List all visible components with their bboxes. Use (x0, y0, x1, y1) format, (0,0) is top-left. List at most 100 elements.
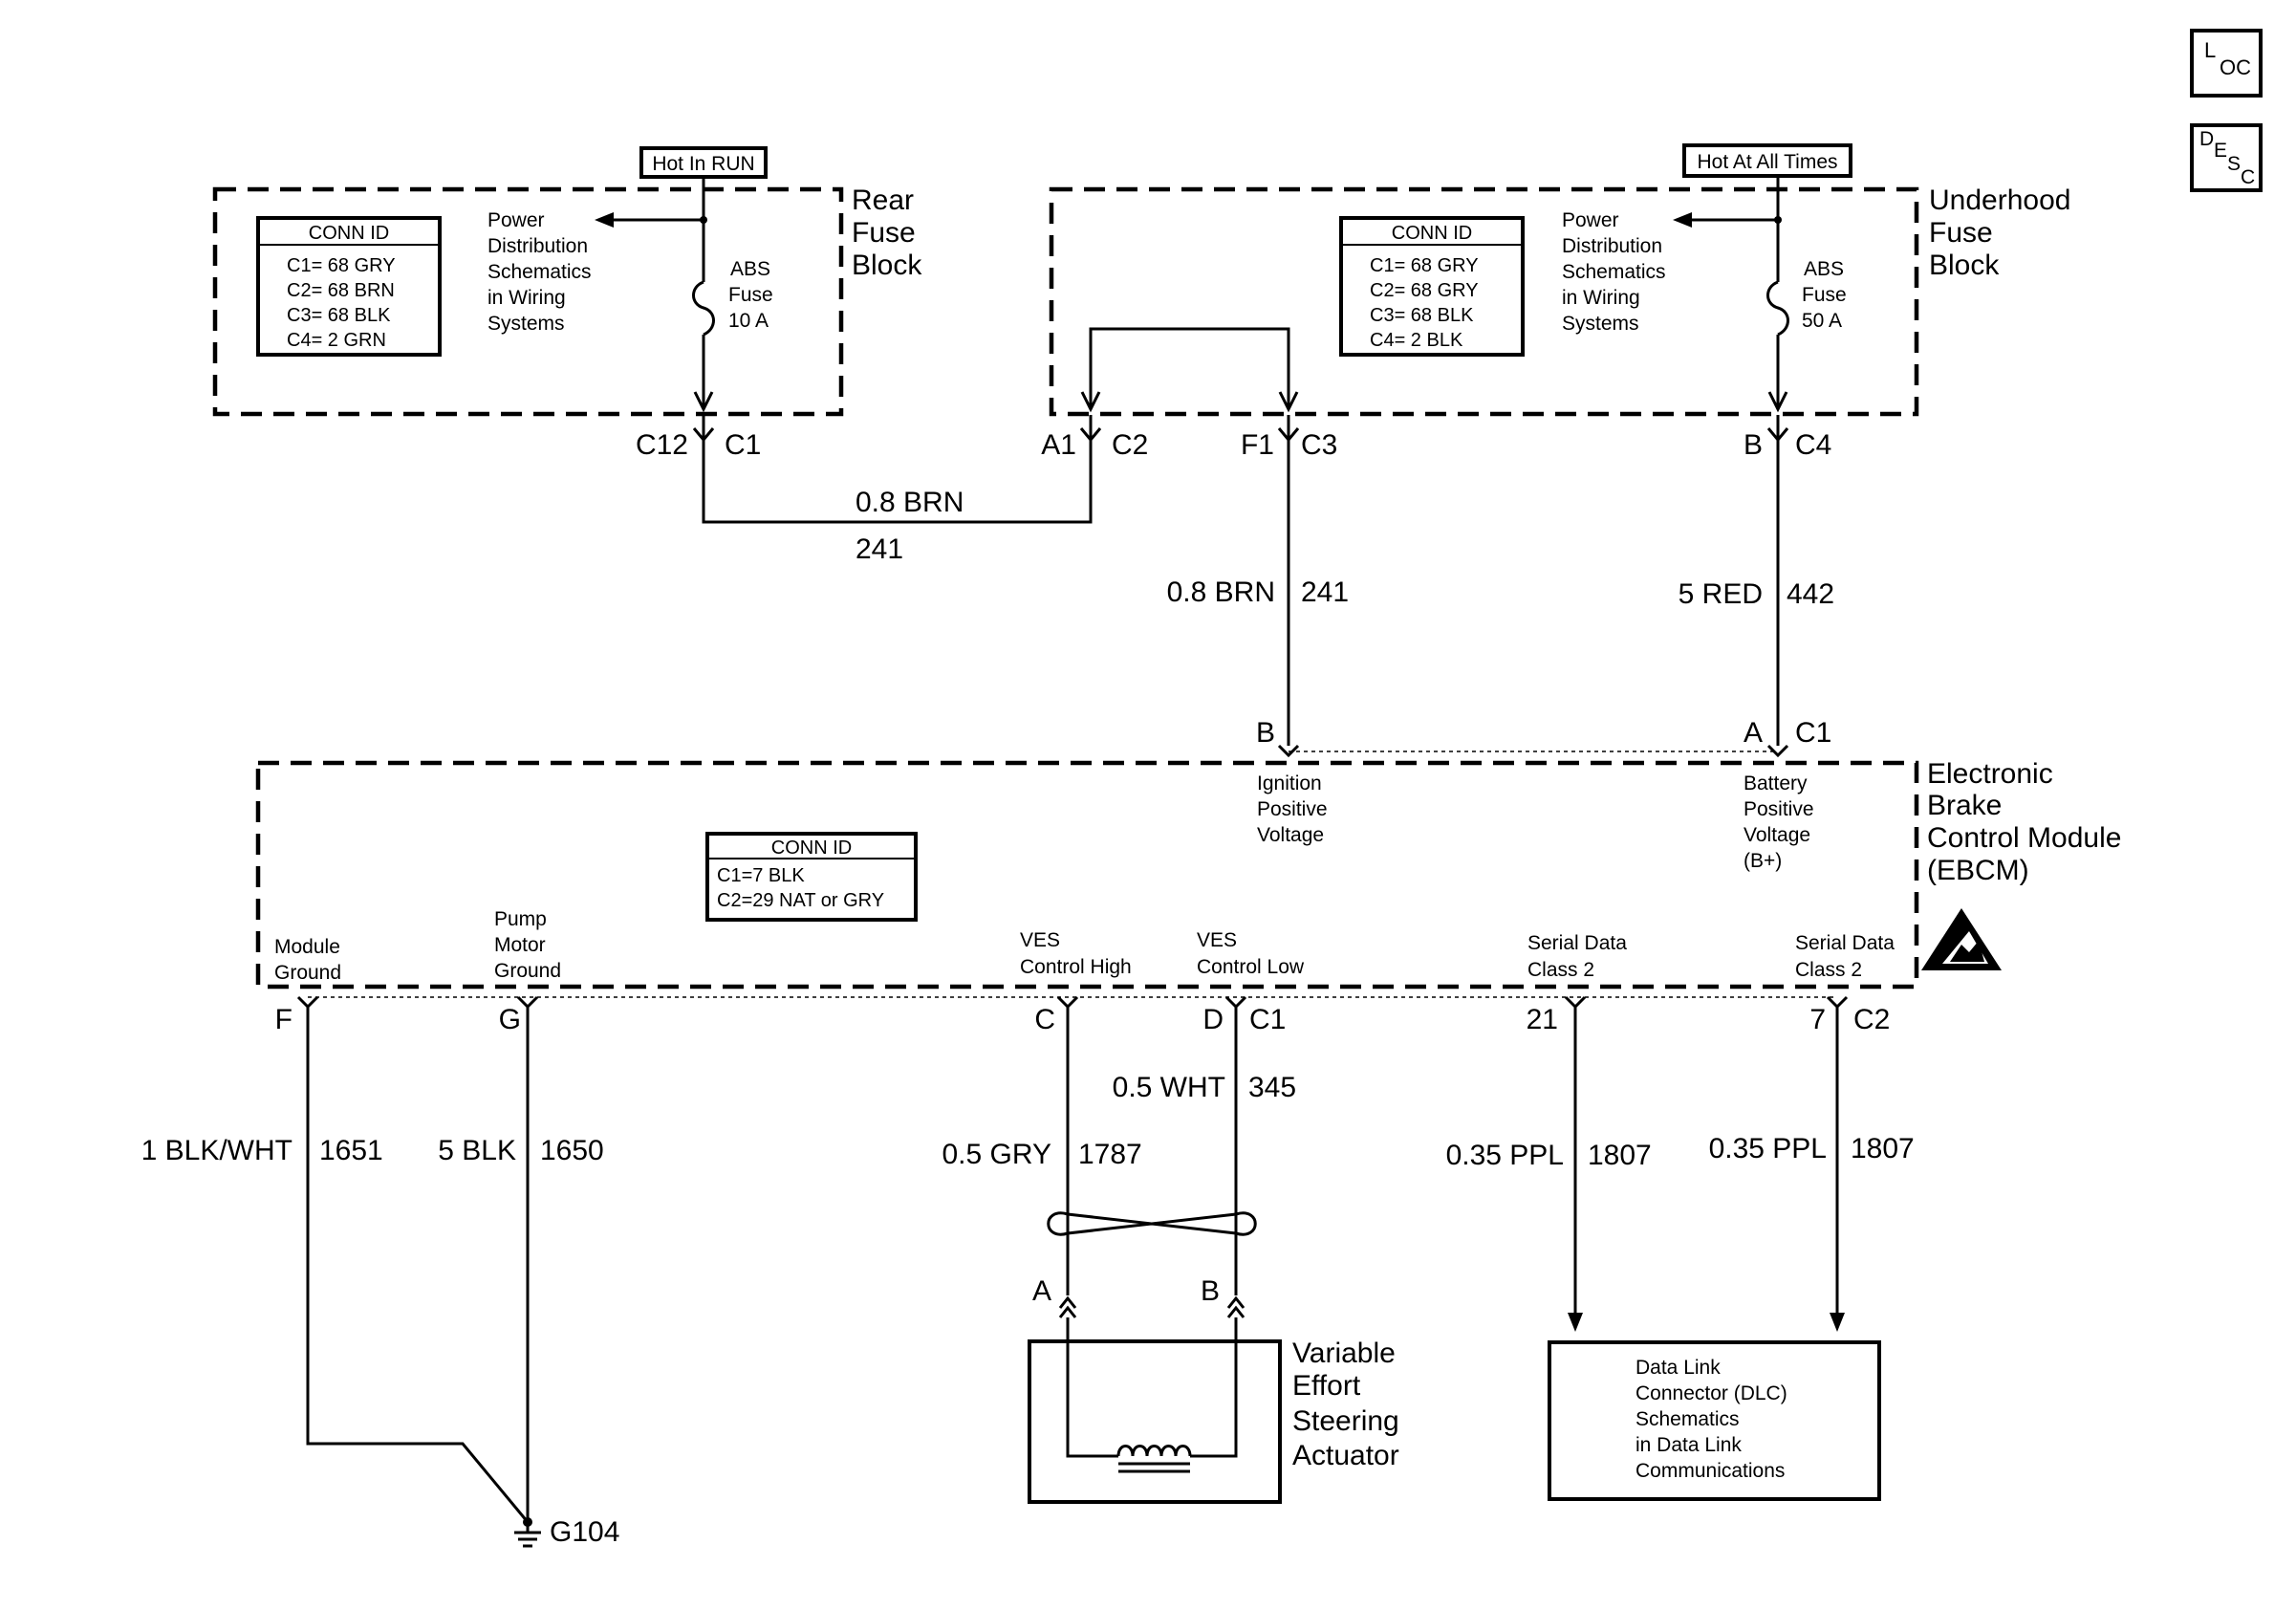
underhood-conn-id-line: C3= 68 BLK (1370, 305, 1474, 326)
pump-ground-label: Motor (494, 934, 546, 956)
desc-letter-c: C (2241, 166, 2255, 188)
wire-module-ground-1651[interactable]: 1 BLK/WHT 1651 (141, 1007, 530, 1523)
underhood-conn-id-title: CONN ID (1392, 223, 1472, 244)
rear-conn-id-line: C4= 2 GRN (287, 330, 386, 351)
fuse-icon (692, 280, 715, 337)
pin-f1: F1 (1241, 429, 1274, 461)
wire-gauge-label: 1 BLK/WHT (141, 1135, 292, 1166)
ebcm-conn-id-line: C2=29 NAT or GRY (717, 890, 884, 911)
connector-icon (516, 995, 539, 1010)
fuse-icon (1766, 280, 1789, 337)
esd-warning-icon (1921, 908, 2002, 970)
serial-data-1-label: Serial Data (1527, 932, 1627, 954)
desc-letter-d: D (2199, 128, 2214, 150)
wire-gauge-label: 0.35 PPL (1446, 1140, 1564, 1171)
underhood-title-1: Underhood (1929, 185, 2070, 216)
actuator-title-3: Steering (1292, 1405, 1399, 1437)
arrow-down-icon (1278, 391, 1299, 413)
dlc-line: Connector (DLC) (1635, 1382, 1787, 1404)
twisted-pair-icon (1047, 1211, 1257, 1236)
ground-label: G104 (550, 1516, 619, 1548)
rear-pin-c12: C12 (636, 429, 688, 461)
module-ground-label: Module (274, 936, 340, 958)
wire-gauge-label: 5 RED (1679, 578, 1763, 610)
ebcm-pin-f: F (275, 1004, 292, 1035)
rear-fuse-label: ABS (730, 258, 770, 280)
underhood-conn-id-line: C4= 2 BLK (1370, 330, 1463, 351)
loc-button[interactable]: L OC (2190, 29, 2263, 98)
pin-a1: A1 (1041, 429, 1076, 461)
wire-circuit-label: 345 (1248, 1072, 1296, 1103)
battery-label: Voltage (1744, 824, 1810, 846)
wire-ves-high-1787[interactable]: 0.5 GRY 1787 (942, 1007, 1142, 1295)
module-ground-label: Ground (274, 962, 341, 984)
desc-button[interactable]: D E S C (2190, 123, 2263, 192)
conn-c3: C3 (1301, 429, 1337, 461)
connector-icon (1766, 744, 1789, 758)
rear-fuse-block-title-2: Fuse (852, 217, 916, 249)
ebcm-title-2: Brake (1927, 790, 2002, 821)
ves-actuator-connector: A B (1032, 1275, 1245, 1318)
ebcm-pin-b: B (1256, 717, 1275, 749)
rear-conn-id-line: C1= 68 GRY (287, 255, 396, 276)
underhood-conn-id-line: C2= 68 GRY (1370, 280, 1479, 301)
wire-serial-data-1807-a[interactable]: 0.35 PPL 1807 (1446, 1007, 1652, 1332)
rear-conn-id-table: CONN ID C1= 68 GRY C2= 68 BRN C3= 68 BLK… (256, 216, 442, 357)
connector-icon (1826, 995, 1849, 1010)
coil-icon (1116, 1445, 1192, 1457)
ebcm-conn-c2: C2 (1853, 1004, 1890, 1035)
desc-letter-e: E (2214, 140, 2227, 162)
loc-letter-l: L (2204, 38, 2216, 62)
arrow-down-icon (693, 391, 714, 413)
wire-circuit-label: 1650 (540, 1135, 604, 1166)
ebcm-pin-d: D (1202, 1004, 1224, 1035)
rear-power-ref-line: Distribution (487, 235, 588, 257)
wire-pump-ground-1650[interactable]: 5 BLK 1650 (438, 1007, 604, 1522)
dlc-line: Data Link (1635, 1357, 1721, 1379)
desc-letter-s: S (2227, 153, 2241, 175)
wire-ignition-241[interactable]: 0.8 BRN 241 (1167, 415, 1349, 746)
hot-at-all-times-label: Hot At All Times (1697, 151, 1837, 173)
ebcm-title-1: Electronic (1927, 758, 2053, 790)
battery-label: Battery (1744, 772, 1808, 794)
wire-circuit-label: 1651 (319, 1135, 383, 1166)
actuator-pin-a: A (1032, 1275, 1051, 1307)
actuator-title-4: Actuator (1292, 1440, 1399, 1471)
ebcm-pin-c: C (1034, 1004, 1055, 1035)
battery-label: Positive (1744, 798, 1814, 820)
rear-conn-id-line: C2= 68 BRN (287, 280, 395, 301)
wire-jumper-241[interactable]: 0.8 BRN 241 (702, 415, 1093, 565)
dlc-line: Communications (1635, 1460, 1785, 1482)
ebcm-module: Electronic Brake Control Module (EBCM) B… (255, 717, 2121, 1035)
dlc-reference-box[interactable]: Data Link Connector (DLC) Schematics in … (1548, 1340, 1881, 1501)
underhood-power-ref[interactable]: Power Distribution Schematics in Wiring … (1562, 209, 1666, 335)
wire-gauge-label: 0.35 PPL (1709, 1133, 1827, 1164)
ebcm-title-4: (EBCM) (1927, 855, 2029, 886)
connector-icon (1226, 1295, 1245, 1309)
arrow-left-icon (595, 212, 614, 228)
wire-ves-low-345[interactable]: 0.5 WHT 345 (1113, 1007, 1296, 1295)
arrow-left-icon (1673, 212, 1692, 228)
wire-battery-442[interactable]: 5 RED 442 (1679, 415, 1834, 746)
ebcm-conn-id-table: CONN ID C1=7 BLK C2=29 NAT or GRY (705, 832, 918, 922)
serial-data-2-label: Class 2 (1795, 959, 1862, 981)
connector-icon (1224, 995, 1247, 1010)
underhood-conn-id-line: C1= 68 GRY (1370, 255, 1479, 276)
arrow-down-icon (1767, 391, 1788, 413)
connector-icon (1277, 744, 1300, 758)
underhood-power-ref-line: Schematics (1562, 261, 1666, 283)
wire-gauge-label: 0.8 BRN (1167, 577, 1275, 608)
rear-power-ref[interactable]: Power Distribution Schematics in Wiring … (487, 209, 592, 335)
rear-fuse-block-title-1: Rear (852, 185, 914, 216)
actuator-title-2: Effort (1292, 1370, 1361, 1402)
ground-g104: G104 (514, 1516, 619, 1548)
rear-fuse-label: Fuse (728, 284, 773, 306)
pump-ground-label: Pump (494, 908, 547, 930)
underhood-fuse-label: Fuse (1802, 284, 1847, 306)
wire-serial-data-1807-b[interactable]: 0.35 PPL 1807 (1709, 1007, 1915, 1332)
rear-fuse-label: 10 A (728, 310, 769, 332)
ebcm-conn-id-line: C1=7 BLK (717, 865, 805, 886)
connector-icon (1564, 995, 1587, 1010)
arrow-down-icon (1830, 1313, 1845, 1332)
